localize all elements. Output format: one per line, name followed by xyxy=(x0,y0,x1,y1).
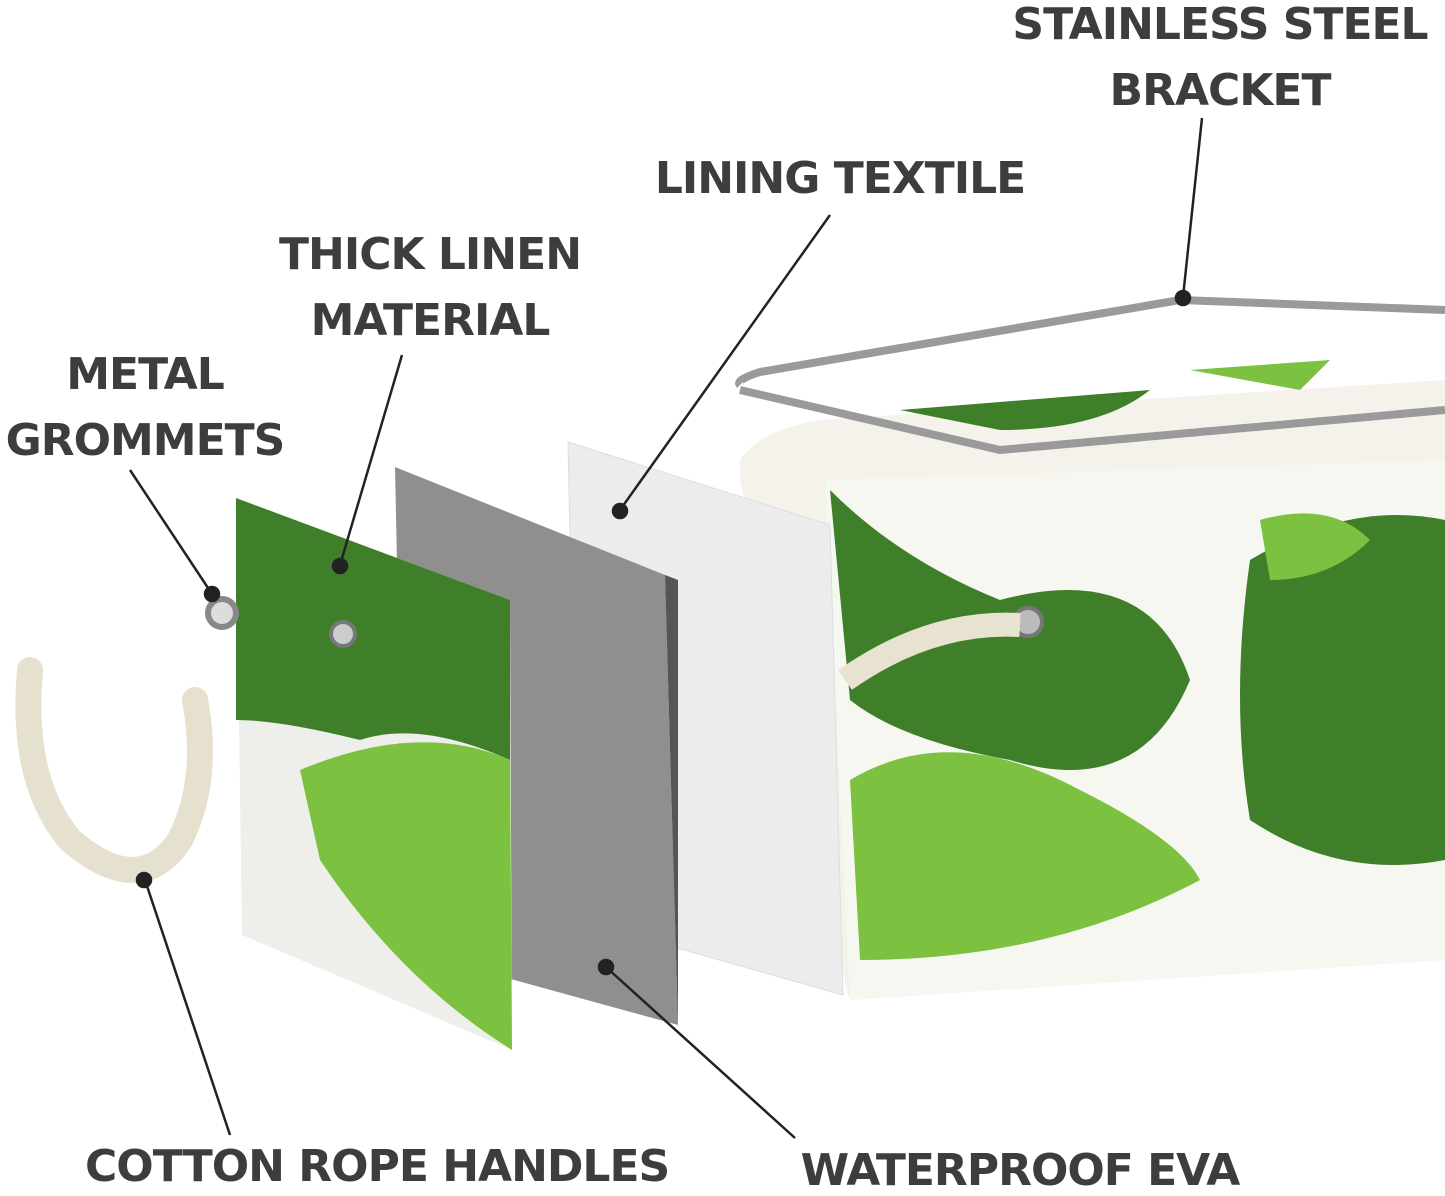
rope-image xyxy=(15,657,213,883)
leader-lines xyxy=(128,117,1204,1139)
label-line: GROMMETS xyxy=(5,415,286,466)
steel-bracket xyxy=(735,296,1445,454)
label-line: STAINLESS STEEL xyxy=(1012,0,1428,50)
basket-image xyxy=(740,360,1445,1000)
label-line: THICK LINEN xyxy=(278,229,582,280)
grommet-image xyxy=(205,596,239,630)
linen-panel xyxy=(236,498,512,1050)
label-waterproof-eva: WATERPROOF EVA xyxy=(800,1145,1241,1196)
label-metal-grommets: METAL GROMMETS xyxy=(0,342,290,474)
label-line: METAL xyxy=(66,349,225,400)
label-line: BRACKET xyxy=(1109,65,1332,116)
label-lining-textile: LINING TEXTILE xyxy=(654,153,1026,204)
label-cotton-rope-handles: COTTON ROPE HANDLES xyxy=(85,1141,670,1192)
label-thick-linen-material: THICK LINEN MATERIAL xyxy=(250,222,610,354)
label-line: MATERIAL xyxy=(310,295,551,346)
label-stainless-steel-bracket: STAINLESS STEEL BRACKET xyxy=(1010,0,1430,124)
